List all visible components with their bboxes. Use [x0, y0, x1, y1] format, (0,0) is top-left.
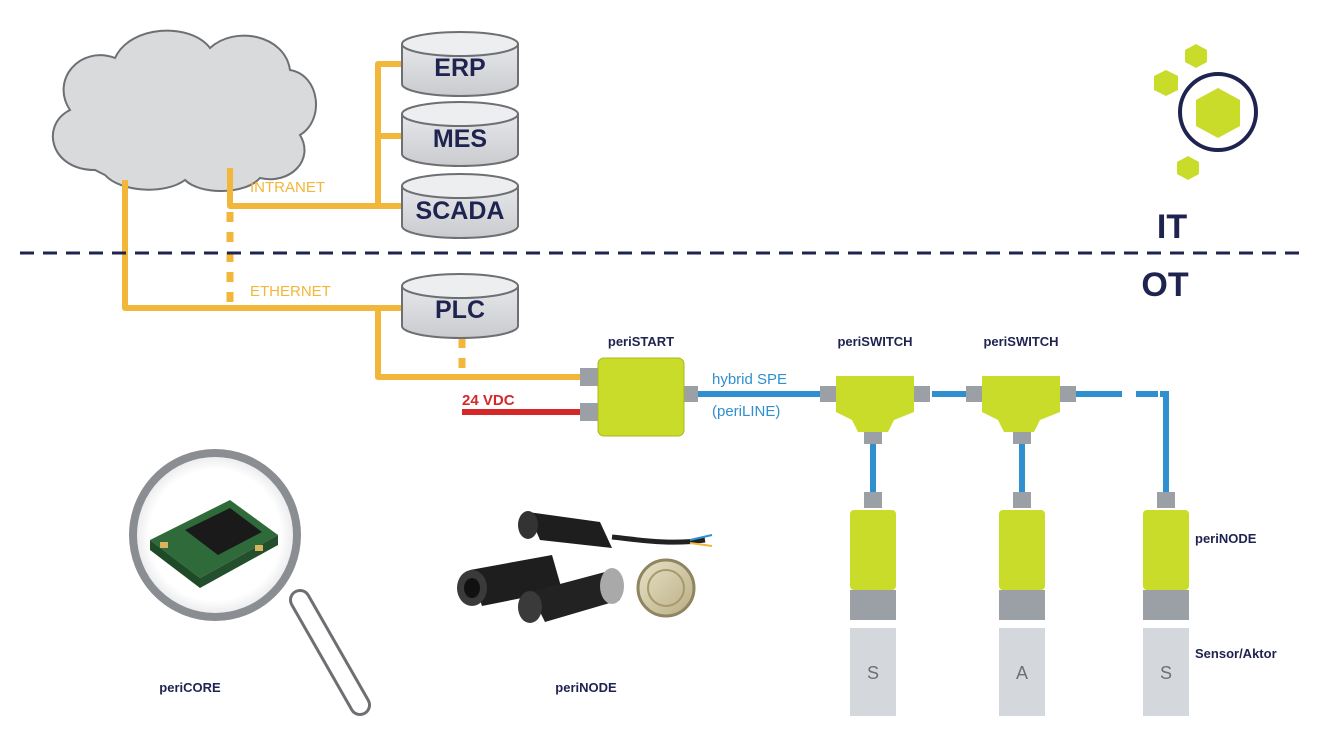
magnifier-icon	[129, 449, 371, 716]
spe-lines	[688, 391, 1169, 492]
intranet-label: INTRANET	[250, 179, 325, 196]
periswitch-2-label: periSWITCH	[983, 334, 1058, 349]
plc-to-peristart-line	[375, 308, 584, 380]
perinode-stack-3[interactable]	[1143, 492, 1189, 716]
scada-label: SCADA	[416, 197, 505, 225]
node-3-letter: S	[1160, 663, 1172, 683]
network-lines	[122, 61, 584, 380]
plc-label: PLC	[435, 296, 485, 324]
vdc-label: 24 VDC	[462, 392, 515, 409]
cloud-icon	[51, 29, 317, 192]
peristart-label: periSTART	[608, 334, 674, 349]
perinode-stack-2[interactable]	[999, 492, 1045, 716]
hexagon-logo-icon	[1154, 44, 1258, 180]
ethernet-label: ETHERNET	[250, 283, 331, 300]
ot-label: OT	[1141, 266, 1188, 304]
mes-label: MES	[433, 125, 487, 153]
it-label: IT	[1157, 208, 1187, 246]
ethernet-line	[122, 180, 378, 311]
dotted-links	[226, 212, 466, 370]
periline-label: (periLINE)	[712, 403, 780, 420]
peristart-device[interactable]	[580, 357, 698, 437]
erp-label: ERP	[434, 54, 485, 82]
intranet-line	[227, 168, 378, 209]
perinode-side-label: periNODE	[1195, 531, 1257, 546]
intranet-bus	[375, 61, 402, 206]
mes-database[interactable]	[401, 101, 519, 167]
erp-database[interactable]	[401, 31, 519, 97]
pericore-label: periCORE	[159, 680, 221, 695]
perinode-stack-1[interactable]	[850, 492, 896, 716]
scada-database[interactable]	[401, 173, 519, 239]
periswitch-2-device[interactable]	[966, 376, 1076, 444]
periswitch-1-device[interactable]	[820, 376, 930, 444]
hybrid-spe-label: hybrid SPE	[712, 371, 787, 388]
plc-database[interactable]	[401, 273, 519, 339]
pericore-chip-image	[150, 500, 278, 588]
node-2-letter: A	[1016, 663, 1028, 683]
perinode-product-image	[457, 511, 713, 623]
sensor-aktor-label: Sensor/Aktor	[1195, 646, 1277, 661]
perinode-photo-label: periNODE	[555, 680, 617, 695]
periswitch-1-label: periSWITCH	[837, 334, 912, 349]
node-1-letter: S	[867, 663, 879, 683]
